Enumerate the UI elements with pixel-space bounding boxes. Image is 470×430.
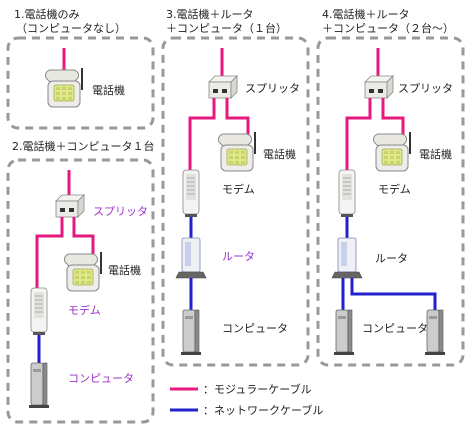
p2-modem-icon [30, 287, 48, 336]
p3-splitter-icon [208, 75, 238, 99]
p2-modem-label: モデム [68, 304, 101, 317]
panel-3-border [161, 36, 310, 367]
panel-4-title-line-2: ＋コンピュータ（２台～） [322, 22, 454, 35]
p2-modular-cable-phone [72, 217, 95, 258]
p1-phone-label: 電話機 [92, 84, 125, 97]
p2-phone-label: 電話機 [108, 264, 141, 277]
p3-phone-icon [218, 131, 257, 172]
p2-phone-icon [64, 251, 103, 292]
panel-3-title-line-1: 3.電話機＋ルータ [166, 8, 254, 21]
p2-splitter-label: スプリッタ [93, 205, 148, 218]
p3-computer-icon [180, 309, 202, 356]
p2-splitter-icon [55, 194, 85, 218]
p4-computer-1-icon [333, 309, 355, 356]
p2-computer-label: コンピュータ [68, 372, 134, 385]
legend-network-label: ：ネットワークケーブル [203, 404, 324, 417]
panel-2-title: 2.電話機＋コンピュータ１台 [12, 140, 155, 153]
panel-1-title-line-1: 1.電話機のみ [14, 8, 80, 21]
p2-modular-cable-modem [35, 217, 64, 294]
p2-computer-icon [28, 362, 50, 409]
panel-2-border [6, 158, 155, 424]
p4-computer-label: コンピュータ [362, 322, 428, 335]
p3-modular-cable-modem [188, 98, 216, 176]
p3-splitter-label: スプリッタ [245, 82, 300, 95]
p4-router-label: ルータ [375, 252, 408, 265]
p4-modem-label: モデム [378, 183, 411, 196]
p3-modem-icon [182, 169, 200, 218]
panel-4-title-line-1: 4.電話機＋ルータ [322, 8, 410, 21]
p4-splitter-icon [364, 75, 394, 99]
p3-computer-label: コンピュータ [222, 322, 288, 335]
p4-router-icon [331, 237, 363, 279]
p3-router-icon [175, 237, 207, 279]
p3-modem-label: モデム [222, 183, 255, 196]
legend-modular-label: ：モジュラーケーブル [203, 383, 312, 396]
p4-modular-cable-phone [381, 98, 405, 138]
panel-4-border [316, 36, 465, 367]
p3-router-label: ルータ [222, 250, 255, 263]
p4-modem-icon [338, 169, 356, 218]
p1-phone-icon [45, 67, 84, 108]
panel-3-title-line-2: ＋コンピュータ（１台） [166, 22, 287, 35]
panel-1-border [6, 36, 155, 130]
p4-network-cable-computer-2 [350, 278, 437, 312]
p4-phone-label: 電話機 [419, 148, 452, 161]
p4-modular-cable-modem [345, 98, 372, 176]
p4-computer-2-icon [424, 309, 446, 356]
p4-splitter-label: スプリッタ [398, 82, 453, 95]
p3-phone-label: 電話機 [263, 148, 296, 161]
panel-1-title-line-2: （コンピュータなし） [16, 22, 126, 35]
p3-modular-cable-phone [225, 98, 250, 138]
p4-phone-icon [373, 131, 412, 172]
